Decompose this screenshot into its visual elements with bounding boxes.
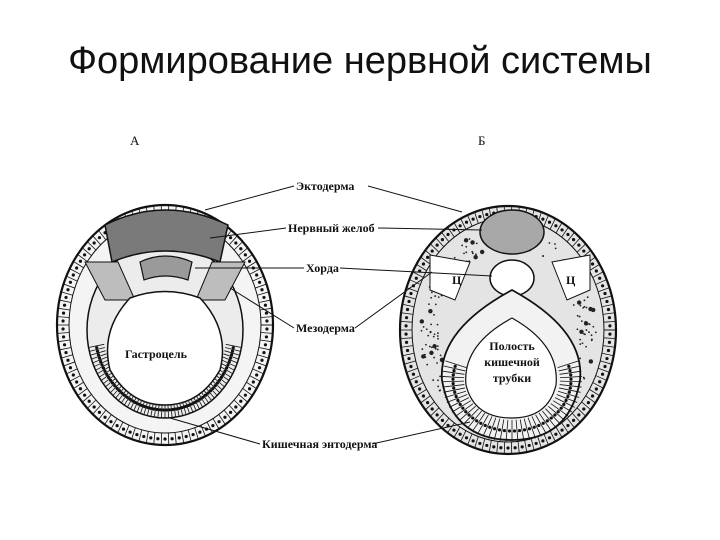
coelom-right	[551, 254, 591, 301]
label-mesoderm: Мезодерма	[296, 321, 355, 335]
coelom-left	[429, 254, 471, 301]
neural-tube	[479, 209, 545, 255]
mesoderm-a-right	[195, 261, 246, 301]
panel-b-label: Б	[478, 133, 485, 148]
label-neural-groove: Нервный желоб	[288, 221, 375, 235]
label-ectoderm: Эктодерма	[296, 179, 354, 193]
endoderm-cells-b	[442, 360, 582, 442]
somite-mark-left: Ц	[452, 273, 462, 287]
gut-cavity	[465, 317, 557, 419]
panel-a-label: А	[130, 133, 140, 148]
gut-cavity-label-3: трубки	[493, 371, 531, 385]
gastrocoel-label: Гастроцель	[125, 347, 188, 361]
gastrocoel	[106, 290, 224, 406]
gut-cavity-label-1: Полость	[489, 339, 535, 353]
embryo-b: Ц Ц Полость кишечной трубки	[398, 204, 618, 456]
label-intestinal-endoderm: Кишечная энтодерма	[262, 437, 377, 451]
embryo-a: Гастроцель	[55, 203, 275, 447]
label-notochord: Хорда	[306, 261, 339, 275]
leader-lines	[169, 185, 493, 445]
somite-mark-right: Ц	[566, 273, 576, 287]
neural-plate-a	[104, 209, 229, 264]
slide-title: Формирование нервной системы	[68, 40, 652, 82]
gut-cavity-label-2: кишечной	[484, 355, 540, 369]
notochord-a	[139, 255, 193, 281]
